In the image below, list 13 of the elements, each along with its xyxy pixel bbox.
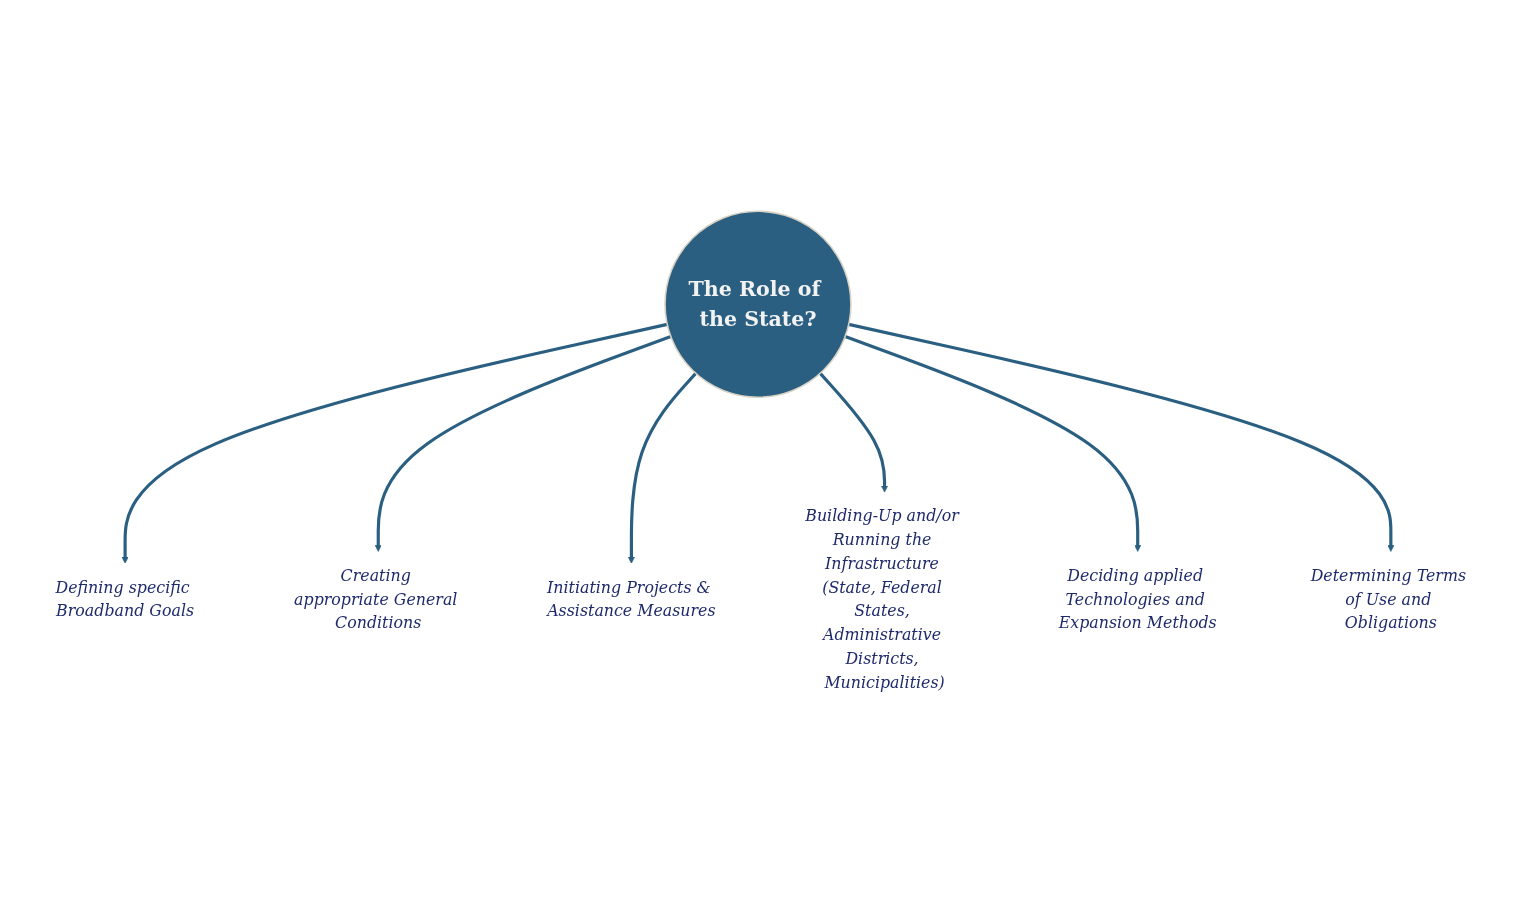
- node-text: Initiating Projects & Assistance Measures: [547, 577, 716, 621]
- node-text: Building-Up and/or Running the Infrastructure (State, Federal States, Administrative Districts, Municipalities): [805, 506, 959, 692]
- node-text: Determining Terms of Use and Obligations: [1310, 565, 1467, 633]
- node-text: Deciding applied Technologies and Expansion Methods: [1058, 565, 1217, 633]
- arrow: [844, 335, 1142, 552]
- node-text: Creating appropriate General Conditions: [294, 565, 458, 633]
- node-text: Defining specific Broadband Goals: [55, 577, 195, 621]
- arrow: [819, 372, 889, 493]
- arrow: [627, 372, 697, 564]
- arrow: [121, 322, 668, 564]
- node-circle: The Role of the State?: [664, 210, 852, 398]
- arrow: [848, 322, 1395, 552]
- arrow: [374, 335, 672, 552]
